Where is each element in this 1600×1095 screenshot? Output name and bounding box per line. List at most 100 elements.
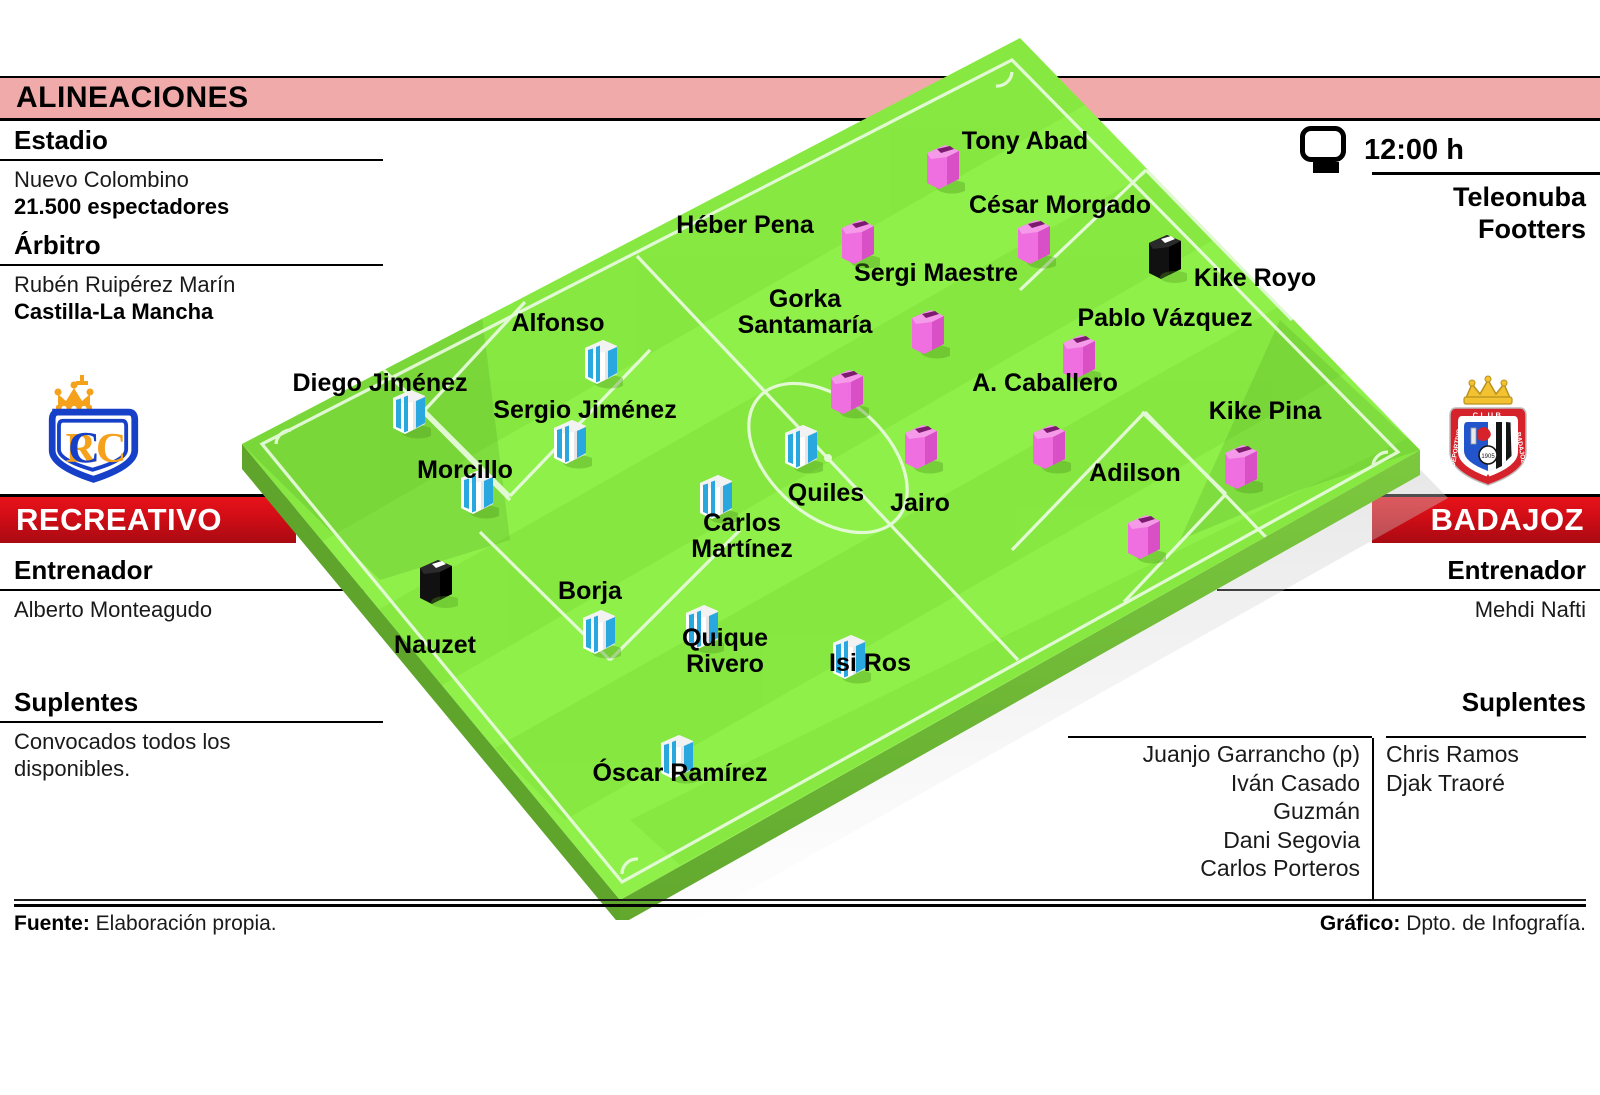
player-marker xyxy=(777,419,826,475)
footer-graphic-value: Dpto. de Infografía. xyxy=(1406,912,1586,935)
player-marker xyxy=(897,419,946,475)
broadcast-time-row: 12:00 h xyxy=(1300,126,1464,174)
away-bar-cap xyxy=(1372,494,1600,497)
divider-vertical xyxy=(1372,738,1374,901)
list-item: Guzmán xyxy=(1273,798,1360,824)
away-team-name: BADAJOZ xyxy=(1430,502,1584,537)
player-name-label: Jairo xyxy=(890,489,950,517)
player-name-label: Morcillo xyxy=(417,456,513,484)
player-name-label: Héber Pena xyxy=(676,211,814,239)
player-marker xyxy=(1120,509,1169,565)
player-marker xyxy=(453,464,502,520)
player-marker xyxy=(1141,229,1190,285)
divider xyxy=(1217,589,1600,591)
stadium-info: Nuevo Colombino 21.500 espectadores xyxy=(0,161,400,226)
player-name-label: Tony Abad xyxy=(961,127,1089,155)
player-marker xyxy=(412,554,461,610)
player-name-label: Sergi Maestre xyxy=(854,259,1018,287)
list-item: Juanjo Garrancho (p) xyxy=(1142,741,1360,767)
footer-source-label: Fuente: xyxy=(14,912,90,935)
home-team-bar: RECREATIVO xyxy=(0,497,296,543)
player-marker xyxy=(678,599,727,655)
player-name-label: Kike Pina xyxy=(1208,397,1322,425)
footer-graphic-label: Gráfico: xyxy=(1319,912,1401,935)
player-marker xyxy=(825,629,874,685)
home-coach-label: Entrenador xyxy=(14,555,153,585)
away-coach-name: Mehdi Nafti xyxy=(1474,597,1586,622)
player-name-label: A. Caballero xyxy=(972,369,1118,397)
player-marker xyxy=(834,214,883,270)
player-marker xyxy=(919,139,968,195)
player-name-label: Isi Ros xyxy=(829,649,911,677)
home-bar-cap xyxy=(0,494,280,497)
svg-text:CLUB: CLUB xyxy=(1473,411,1504,420)
list-item: Chris Ramos xyxy=(1386,741,1519,767)
broadcast-channels: Teleonuba Footters xyxy=(1372,181,1586,245)
list-item: Carlos Porteros xyxy=(1200,855,1360,881)
player-marker xyxy=(546,414,595,470)
player-marker xyxy=(904,304,953,360)
player-marker xyxy=(653,729,702,785)
player-name-label: Kike Royo xyxy=(1193,264,1317,292)
player-name-label: Quiles xyxy=(787,479,865,507)
player-marker xyxy=(1055,329,1104,385)
divider xyxy=(0,159,383,161)
footer-source: Fuente: Elaboración propia. xyxy=(14,912,277,936)
home-detail-column: Entrenador Alberto Monteagudo xyxy=(0,551,400,629)
player-name-label: Nauzet xyxy=(394,631,476,659)
list-item: Dani Segovia xyxy=(1223,826,1360,853)
home-coach-name: Alberto Monteagudo xyxy=(14,597,213,622)
player-marker xyxy=(1217,439,1266,495)
home-subs-text: Convocados todos los disponibles. xyxy=(14,729,231,781)
away-coach-label: Entrenador xyxy=(1447,555,1586,585)
badajoz-crest: 1905 CLUB DEPORTIVO BADAJOZ xyxy=(1438,370,1558,490)
divider xyxy=(0,589,383,591)
player-marker xyxy=(577,334,626,390)
tv-icon xyxy=(1300,126,1352,174)
footer-graphic: Gráfico: Dpto. de Infografía. xyxy=(1320,912,1586,936)
broadcast-channel-2: Footters xyxy=(1478,214,1586,244)
away-detail-column: Entrenador Mehdi Nafti xyxy=(1200,551,1600,629)
header-rule-bottom xyxy=(0,118,1600,121)
divider xyxy=(0,264,383,266)
player-marker xyxy=(692,469,741,525)
referee-committee: Castilla-La Mancha xyxy=(14,299,214,324)
player-marker xyxy=(575,604,624,660)
referee-label: Árbitro xyxy=(14,230,101,260)
player-name-label: Pablo Vázquez xyxy=(1077,304,1253,332)
kickoff-time: 12:00 h xyxy=(1364,133,1464,166)
stadium-name: Nuevo Colombino xyxy=(14,167,189,192)
recreativo-crest: RC C xyxy=(40,370,160,490)
player-name-label: Sergio Jiménez xyxy=(493,396,677,424)
broadcast-channel-1: Teleonuba xyxy=(1452,182,1586,212)
away-subs-column: Suplentes xyxy=(1200,683,1600,721)
header-band xyxy=(0,78,1600,118)
player-name-label: Diego Jiménez xyxy=(292,369,468,397)
left-info-column: Estadio Nuevo Colombino 21.500 espectado… xyxy=(0,121,400,331)
home-team-name: RECREATIVO xyxy=(16,502,222,537)
stadium-label: Estadio xyxy=(14,125,108,155)
referee-info: Rubén Ruipérez Marín Castilla-La Mancha xyxy=(0,266,400,331)
list-item: Iván Casado xyxy=(1230,769,1360,796)
page-title: ALINEACIONES xyxy=(16,81,249,114)
svg-text:RC: RC xyxy=(66,426,127,472)
home-subs-column: Suplentes Convocados todos los disponibl… xyxy=(0,683,400,788)
player-name-label: Alfonso xyxy=(511,309,605,337)
footer-rule-2 xyxy=(14,904,1586,907)
player-name-label: Borja xyxy=(558,577,622,605)
divider xyxy=(1372,172,1600,175)
footer-rule-1 xyxy=(14,899,1586,901)
footer-source-value: Elaboración propia. xyxy=(95,912,277,935)
header-rule-top xyxy=(0,76,1600,79)
list-item: Djak Traoré xyxy=(1386,769,1505,796)
pitch-diagram: Nauzet Diego Jiménez Morcillo Sergio Jim… xyxy=(180,20,1480,920)
svg-text:1905: 1905 xyxy=(1481,454,1495,460)
divider xyxy=(1386,736,1586,738)
stadium-capacity: 21.500 espectadores xyxy=(14,194,230,219)
divider xyxy=(1068,736,1372,738)
